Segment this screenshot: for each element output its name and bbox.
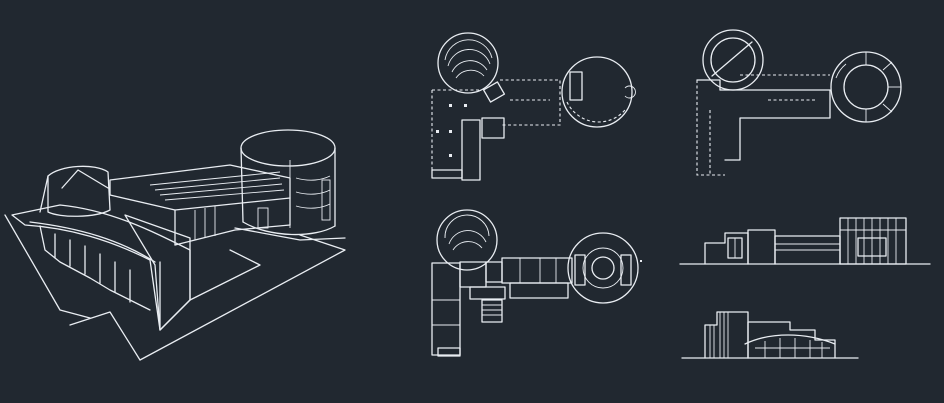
plan3-stair [481,299,503,323]
elevation1-drum [839,217,907,265]
right-drum-edge [240,147,244,223]
plan1-column [449,154,452,157]
left-cylinder [47,165,111,217]
plan1-corridor [500,79,561,126]
elevation2-arc-roof [744,334,836,345]
plan1-column [449,104,452,107]
elevation-2 [681,311,859,359]
plan1-wing-stack [461,119,481,181]
plan3-seat-arc [448,230,487,245]
drum-door [257,207,269,229]
plan1-stair [481,117,505,139]
drum-window [295,203,331,209]
plan2-seat-arc [835,63,847,79]
plan1-seating-arc [444,39,493,61]
left-cylinder-roof [61,169,109,189]
elevation2-stepped-block [747,321,836,359]
left-cylinder-edge [39,175,49,213]
plan3-right-drum [567,232,639,304]
right-drum-base [242,221,336,236]
plan3-corridor [501,257,573,284]
plan1-core [569,71,583,101]
floor-plan-2 [696,29,902,176]
low-wing-roof-curve [29,221,156,263]
plan3-base-room [437,347,461,357]
front-tower [124,214,191,331]
plan1-seating-arc [455,69,485,79]
roof-strip [149,171,281,186]
plan1-left-drum [437,32,499,94]
plan1-seating-arc [451,60,488,73]
plan3-seat-arc [444,214,490,239]
plan2-left-drum [702,29,764,91]
plan1-right-drum [561,56,633,128]
elevation1-mid-block [747,229,776,265]
elevation-1 [679,217,931,265]
site-line-bottom [69,311,141,361]
plan1-base-room [431,169,463,179]
plan3-lower-rooms [509,282,569,299]
plan1-column [464,104,467,107]
plan3-drum-room [620,254,632,286]
plan2-drum-diag [711,41,753,77]
plan1-column [436,130,439,133]
drum-window [295,175,331,181]
plan2-left-wing [696,80,725,176]
roof-strip [159,183,283,196]
plan1-entry [482,81,506,103]
plan3-seat-arc [452,241,483,251]
plan2-corner [696,79,721,91]
axonometric-view [4,129,346,361]
plan3-drum-ring [582,247,624,289]
plan3-lower-room [469,286,506,300]
site-line-left [4,214,91,319]
plan3-drum-core [591,256,615,280]
roof-strip [164,189,285,201]
plan3-drum-room [574,254,586,286]
plan1-drum-dash [566,101,626,123]
plan1-lift [624,85,636,99]
plan2-radial [882,61,893,71]
plan1-column [449,130,452,133]
plan1-seating-arc [447,49,491,67]
plan3-left-drum [436,209,498,271]
plan3-room [485,261,503,283]
plan3-marker [640,260,642,262]
floor-plan-3 [431,209,642,357]
site-line-road [139,234,346,361]
elevation1-opening [857,237,887,257]
drum-stair [321,179,331,221]
plan2-right-drum-inner [843,64,889,110]
plan3-left-wing [431,262,461,356]
elevation2-left-block [704,311,749,359]
drum-window [295,189,331,195]
site-line-path [189,249,261,301]
site-line-right [234,227,346,241]
roof-strip [154,177,281,191]
central-bar [109,164,291,211]
plan2-radial [882,103,893,113]
low-wing-base [39,225,151,311]
plan2-main-bar [719,89,831,161]
floor-plan-1 [431,32,636,181]
right-drum-top [240,129,336,167]
plan2-left-drum-inner [710,37,756,83]
